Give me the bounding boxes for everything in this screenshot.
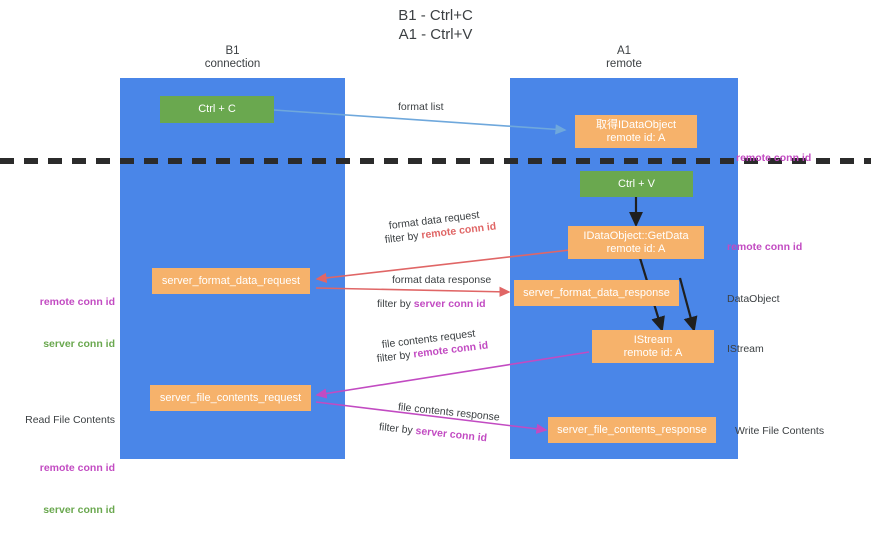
- annotation-left-low-server: server conn id: [43, 504, 115, 516]
- node-get-idataobject[interactable]: 取得IDataObject remote id: A: [575, 115, 697, 148]
- node-ctrl-v[interactable]: Ctrl + V: [580, 171, 693, 197]
- node-istream[interactable]: IStream remote id: A: [592, 330, 714, 363]
- annotation-right-write: Write File Contents: [735, 425, 825, 437]
- phase-separator: [0, 158, 871, 164]
- node-server-file-contents-request-label: server_file_contents_request: [159, 391, 302, 404]
- filter-key-server-conn-id: server conn id: [414, 424, 488, 445]
- node-ctrl-c[interactable]: Ctrl + C: [160, 96, 274, 123]
- annotation-left-mid-server: server conn id: [43, 338, 115, 350]
- lane-header-b1: B1 connection: [204, 45, 261, 70]
- node-get-idataobject-line1: 取得IDataObject: [595, 118, 677, 131]
- node-istream-line1: IStream: [633, 333, 673, 346]
- annotation-right-mid-remote: remote conn id: [727, 241, 803, 253]
- edge-label-format-data-response: format data response: [392, 274, 492, 286]
- node-ctrl-c-line1: Ctrl + C: [198, 103, 236, 115]
- annotation-right-top: remote conn id: [736, 123, 811, 193]
- annotation-right-istream: IStream: [727, 343, 764, 355]
- filter-prefix: filter by: [377, 298, 414, 310]
- edge-label-file-contents-response: file contents response: [397, 401, 501, 424]
- node-idataobject-getdata-line1: IDataObject::GetData: [583, 229, 689, 242]
- annotation-left-low: Read File Contents remote conn id server…: [0, 385, 115, 545]
- node-server-file-contents-response-label: server_file_contents_response: [557, 423, 707, 436]
- node-idataobject-getdata-line2: remote id: A: [606, 242, 666, 255]
- annotation-right-mid: remote conn id DataObject: [727, 212, 802, 334]
- annotation-left-mid: remote conn id server conn id: [0, 267, 115, 379]
- filter-prefix: filter by: [378, 421, 417, 437]
- node-server-format-data-response-label: server_format_data_response: [523, 286, 670, 299]
- annotation-left-mid-remote: remote conn id: [39, 296, 115, 308]
- annotation-read-file-contents: Read File Contents: [25, 414, 115, 426]
- edge-label-file-contents-response-filter: filter by server conn id: [378, 421, 487, 445]
- page-title: B1 - Ctrl+C A1 - Ctrl+V: [398, 7, 473, 43]
- node-idataobject-getdata[interactable]: IDataObject::GetData remote id: A: [568, 226, 704, 259]
- edge-label-format-data-response-filter: filter by server conn id: [377, 298, 486, 311]
- node-istream-line2: remote id: A: [623, 346, 683, 359]
- filter-key-server-conn-id: server conn id: [413, 298, 486, 310]
- node-get-idataobject-line2: remote id: A: [606, 131, 666, 144]
- annotation-left-low-remote: remote conn id: [39, 462, 115, 474]
- diagram-canvas: B1 - Ctrl+C A1 - Ctrl+V B1 connection A1…: [0, 7, 871, 516]
- node-server-format-data-response[interactable]: server_format_data_response: [514, 280, 679, 306]
- node-server-format-data-request-label: server_format_data_request: [161, 274, 301, 287]
- lane-header-a1: A1 remote: [606, 45, 642, 70]
- node-server-format-data-request[interactable]: server_format_data_request: [152, 268, 310, 294]
- edge-label-format-list: format list: [398, 101, 444, 113]
- node-server-file-contents-request[interactable]: server_file_contents_request: [150, 385, 311, 411]
- annotation-right-mid-subject: DataObject: [727, 293, 780, 305]
- node-ctrl-v-line1: Ctrl + V: [618, 177, 655, 190]
- annotation-right-top-remote: remote conn id: [736, 152, 812, 164]
- node-server-file-contents-response[interactable]: server_file_contents_response: [548, 417, 716, 443]
